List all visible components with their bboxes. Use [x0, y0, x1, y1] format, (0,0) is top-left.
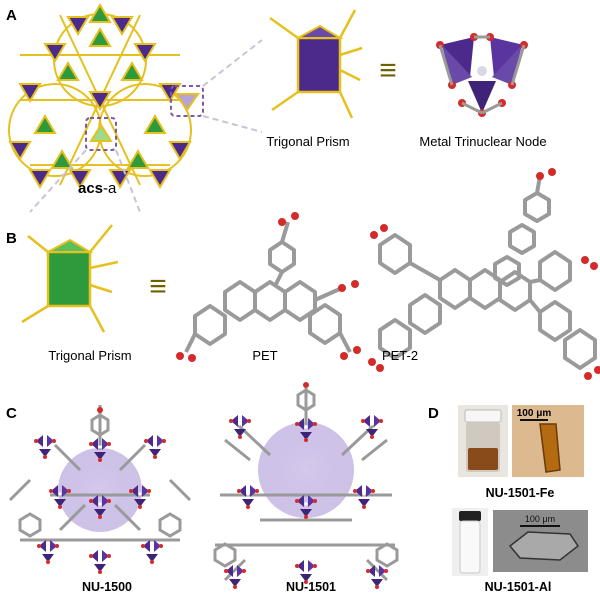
nu-1501-fe-crystal-micrograph: 100 μm [512, 405, 584, 477]
pet-caption: PET [252, 348, 277, 363]
pet-linker-structure [184, 221, 352, 353]
prism-caption-a: Trigonal Prism [266, 134, 349, 149]
highlight-box-node [170, 85, 204, 117]
trigonal-prism-purple [269, 9, 363, 119]
nu-1500-caption: NU-1500 [82, 580, 132, 594]
metal-trinuclear-node [436, 33, 528, 117]
nu-1501-structure [213, 382, 399, 589]
equivalence-symbol-a: ≡ [379, 54, 397, 87]
prism-caption-b: Trigonal Prism [48, 348, 131, 363]
panel-label-d: D [428, 405, 439, 422]
acs-net-label: acs-a [78, 180, 117, 197]
equivalence-symbol-b: ≡ [149, 270, 167, 303]
nu-1500-structure [8, 405, 192, 574]
pet2-linker-structure [378, 175, 597, 370]
acs-net-diagram [8, 4, 204, 188]
nu-1501-caption: NU-1501 [286, 580, 336, 594]
trigonal-prism-green [21, 224, 119, 333]
fe-scale-label: 100 μm [517, 408, 552, 419]
nu-1501-al-caption: NU-1501-Al [485, 580, 552, 594]
nu-1501-fe-caption: NU-1501-Fe [486, 486, 555, 500]
panel-label-a: A [6, 7, 17, 24]
node-caption: Metal Trinuclear Node [419, 134, 546, 149]
al-scale-label: 100 μm [525, 514, 555, 524]
nu-1501-al-vial-photo [452, 508, 488, 576]
pet2-oxygen-atoms [368, 168, 600, 380]
nu-1501-al-crystal-micrograph: 100 μm [493, 510, 588, 572]
pet2-caption: PET-2 [382, 348, 418, 363]
pet-oxygen-atoms [176, 212, 361, 362]
panel-label-c: C [6, 405, 17, 422]
highlight-box-prism [85, 117, 117, 151]
zoom-guides [29, 39, 263, 213]
panel-label-b: B [6, 230, 17, 247]
nu-1501-fe-vial-photo [458, 405, 508, 477]
